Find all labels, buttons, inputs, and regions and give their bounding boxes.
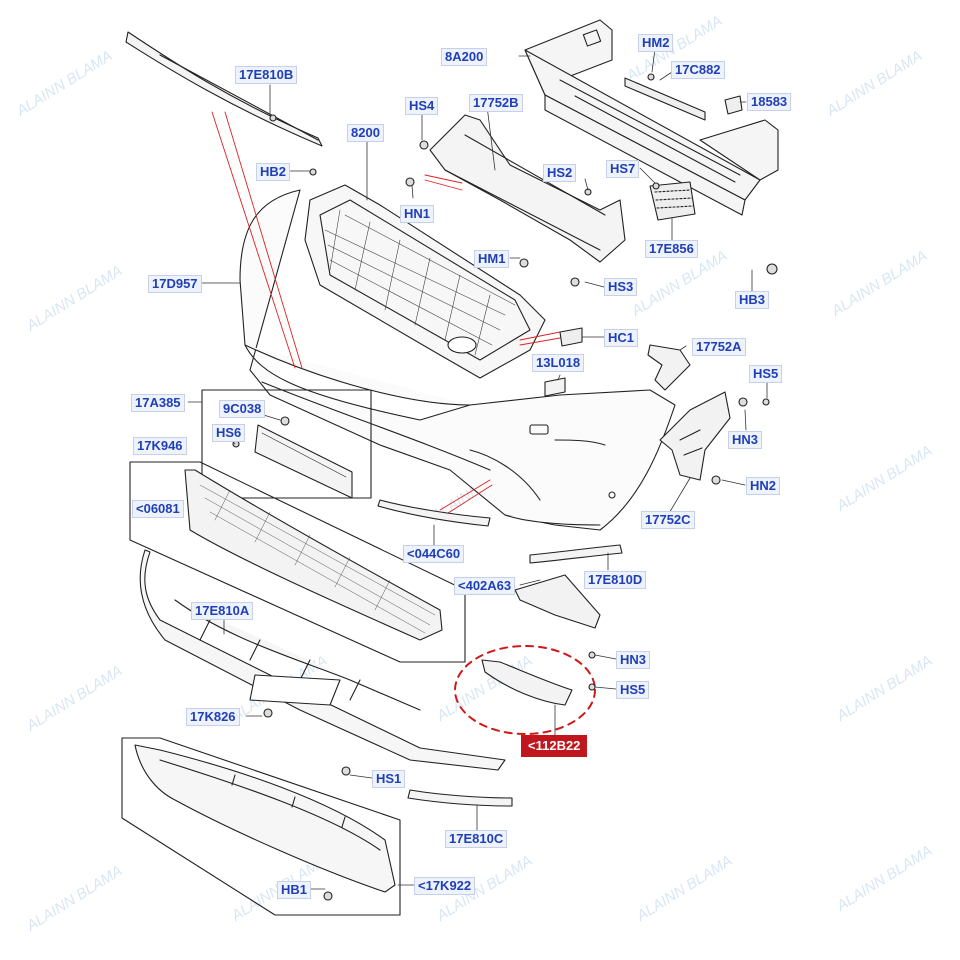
- fastener: [341, 766, 351, 776]
- fastener: [263, 708, 273, 718]
- part-label-17752B: 17752B: [469, 94, 523, 112]
- group-box-17A385: [201, 389, 372, 499]
- radiator-grille-8200: [304, 184, 546, 379]
- clip-HC1: [559, 327, 583, 347]
- fastener: [570, 277, 580, 287]
- fastener: [588, 683, 596, 691]
- fastener: [519, 258, 529, 268]
- fastener: [405, 177, 415, 187]
- part-label-HS7: HS7: [606, 160, 640, 178]
- fastener: [652, 182, 660, 190]
- trim-strip-17E810D: [529, 544, 623, 564]
- licence-plate-bracket: [254, 424, 353, 499]
- lower-grille-17K946: [184, 469, 443, 641]
- part-label-17D957: 17D957: [148, 275, 202, 293]
- bracket-402A63: [514, 574, 601, 629]
- bracket-17C882: [624, 77, 706, 121]
- part-label-17E810B: 17E810B: [235, 66, 298, 84]
- part-label-HN2: HN2: [746, 477, 781, 495]
- fastener: [323, 891, 333, 901]
- part-label-17E856: 17E856: [645, 240, 698, 258]
- part-label-402A63: <402A63: [454, 577, 516, 595]
- part-label-17752A: 17752A: [692, 338, 746, 356]
- part-label-13L018: 13L018: [532, 354, 585, 372]
- part-label-06081: <06081: [132, 500, 184, 518]
- fastener: [738, 397, 748, 407]
- reinforcement-bar-8A200: [524, 19, 779, 216]
- fastener: [762, 398, 770, 406]
- side-bracket-17752A: [647, 344, 691, 391]
- part-label-HS2: HS2: [543, 164, 577, 182]
- moulding-strip-17E810B: [125, 31, 323, 147]
- fastener: [647, 73, 655, 81]
- part-label-17K922: <17K922: [414, 877, 476, 895]
- part-label-HB3: HB3: [735, 291, 770, 309]
- part-label-HS6: HS6: [212, 424, 246, 442]
- part-label-HM1: HM1: [474, 250, 510, 268]
- trim-strip-044C60: [377, 499, 491, 527]
- part-label-HN3: HN3: [728, 431, 763, 449]
- group-box-17K922: [121, 737, 401, 916]
- part-label-17C882: 17C882: [671, 61, 725, 79]
- part-label-HM2: HM2: [638, 34, 674, 52]
- part-label-044C60: <044C60: [403, 545, 465, 563]
- part-label-17A385: 17A385: [131, 394, 185, 412]
- fastener: [588, 651, 596, 659]
- part-label-17752C: 17752C: [641, 511, 695, 529]
- part-label-17E810D: 17E810D: [584, 571, 647, 589]
- part-label-17K826: 17K826: [186, 708, 240, 726]
- lower-spoiler-17E810A: [139, 549, 506, 771]
- highlight-circle: [454, 645, 596, 735]
- group-box-17K946: [129, 461, 466, 663]
- part-label-17K946: 17K946: [133, 437, 187, 455]
- side-bracket-17752C: [659, 391, 731, 481]
- part-label-HS5: HS5: [749, 365, 783, 383]
- part-label-17E810A: 17E810A: [191, 602, 254, 620]
- part-label-9C038: 9C038: [219, 400, 266, 418]
- fastener: [269, 114, 277, 122]
- part-label-17E810C: 17E810C: [445, 830, 508, 848]
- part-label-HS1: HS1: [372, 770, 406, 788]
- part-label-8A200: 8A200: [441, 48, 488, 66]
- part-label-HS3: HS3: [604, 278, 638, 296]
- support-bracket-17752B: [429, 114, 626, 263]
- part-label-HB2: HB2: [256, 163, 291, 181]
- part-label-8200: 8200: [347, 124, 384, 142]
- undertray-17K922: [134, 744, 396, 893]
- fastener: [766, 263, 778, 275]
- part-label-18583: 18583: [747, 93, 792, 111]
- trim-strip-17E810C: [407, 789, 513, 807]
- fastener: [711, 475, 721, 485]
- fastener: [309, 168, 317, 176]
- part-label-HB1: HB1: [277, 881, 312, 899]
- part-label-HC1: HC1: [604, 329, 639, 347]
- part-label-HN3: HN3: [616, 651, 651, 669]
- tow-eye-cover-13L018: [544, 377, 566, 397]
- fastener: [280, 416, 290, 426]
- part-112B22: [481, 659, 573, 706]
- part-label-HS4: HS4: [405, 97, 439, 115]
- clip-18583: [724, 95, 743, 115]
- part-label-HN1: HN1: [400, 205, 435, 223]
- bumper-cover-17D957: [239, 189, 676, 531]
- grille-insert-17E856: [649, 181, 696, 221]
- highlighted-part-label-112B22: <112B22: [521, 735, 588, 757]
- part-label-HS5: HS5: [616, 681, 650, 699]
- fastener: [419, 140, 429, 150]
